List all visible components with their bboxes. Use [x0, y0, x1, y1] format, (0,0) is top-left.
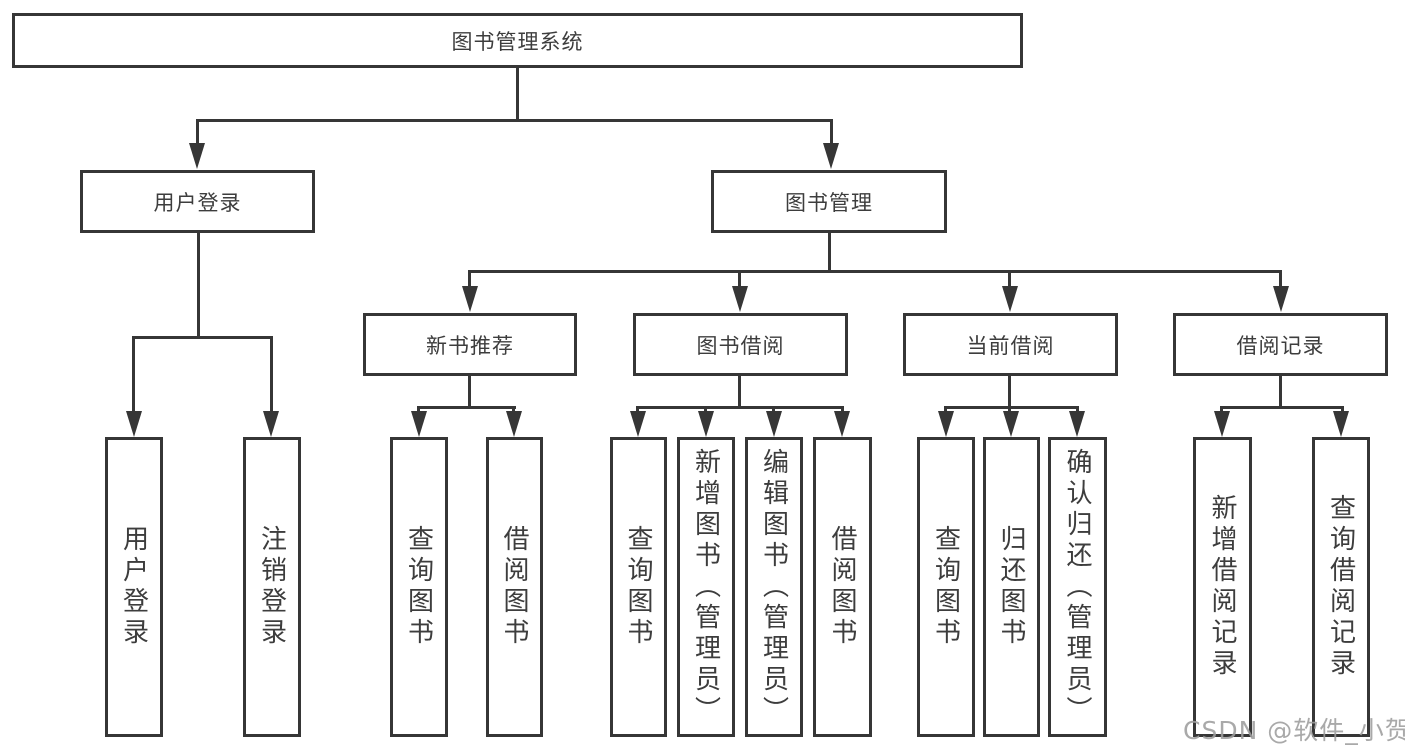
node-label: 查询借阅记录: [1325, 494, 1356, 680]
node-label: 新增图书（管理员）: [690, 447, 721, 727]
node-book-borrowing: 图书借阅: [633, 313, 848, 376]
connector-line: [1279, 270, 1282, 288]
connector-line: [1008, 270, 1011, 288]
connector-line: [828, 233, 831, 273]
node-book-management: 图书管理: [711, 170, 947, 233]
arrowhead-down-icon: [698, 411, 714, 437]
connector-line: [1220, 406, 1223, 414]
leaf-return-books: 归还图书: [983, 437, 1040, 737]
connector-line: [270, 336, 273, 413]
arrowhead-down-icon: [126, 411, 142, 437]
leaf-query-books-recommend: 查询图书: [390, 437, 448, 737]
node-root: 图书管理系统: [12, 13, 1023, 68]
connector-line: [772, 406, 775, 414]
leaf-query-books-current: 查询图书: [917, 437, 975, 737]
arrowhead-down-icon: [411, 411, 427, 437]
arrowhead-down-icon: [630, 411, 646, 437]
arrowhead-down-icon: [462, 286, 478, 312]
connector-line: [469, 270, 1282, 273]
node-label: 用户登录: [153, 190, 242, 215]
arrowhead-down-icon: [1333, 411, 1349, 437]
connector-line: [636, 406, 639, 414]
connector-line: [1220, 406, 1344, 409]
connector-line: [197, 233, 200, 338]
node-current-borrowing: 当前借阅: [903, 313, 1118, 376]
node-user-login: 用户登录: [80, 170, 315, 233]
connector-line: [944, 406, 947, 414]
arrowhead-down-icon: [506, 411, 522, 437]
connector-line: [1279, 376, 1282, 408]
connector-line: [636, 406, 844, 409]
arrowhead-down-icon: [834, 411, 850, 437]
arrowhead-down-icon: [766, 411, 782, 437]
connector-line: [830, 119, 833, 146]
node-label: 当前借阅: [966, 333, 1055, 358]
arrowhead-down-icon: [732, 286, 748, 312]
node-label: 新增借阅记录: [1207, 494, 1237, 680]
connector-line: [841, 406, 844, 414]
node-label: 归还图书: [996, 525, 1026, 649]
leaf-confirm-return-admin: 确认归还（管理员）: [1048, 437, 1107, 737]
leaf-edit-book-admin: 编辑图书（管理员）: [745, 437, 803, 737]
arrowhead-down-icon: [1002, 286, 1018, 312]
leaf-borrow-books-recommend: 借阅图书: [486, 437, 543, 737]
node-label: 图书借阅: [696, 333, 785, 358]
node-label: 用户登录: [118, 525, 149, 649]
arrowhead-down-icon: [189, 143, 205, 169]
connector-line: [1341, 406, 1344, 414]
connector-line: [512, 406, 515, 414]
arrowhead-down-icon: [1273, 286, 1289, 312]
connector-line: [468, 376, 471, 408]
node-borrowing-records: 借阅记录: [1173, 313, 1388, 376]
connector-line: [738, 270, 741, 288]
connector-line: [417, 406, 420, 414]
node-new-book-recommend: 新书推荐: [363, 313, 577, 376]
node-label: 借阅图书: [827, 525, 857, 649]
leaf-query-borrow-record: 查询借阅记录: [1312, 437, 1370, 737]
arrowhead-down-icon: [1214, 411, 1230, 437]
leaf-query-books-borrowing: 查询图书: [610, 437, 667, 737]
node-label: 借阅记录: [1236, 333, 1325, 358]
leaf-borrow-books-borrowing: 借阅图书: [813, 437, 872, 737]
node-label: 注销登录: [256, 525, 287, 649]
connector-line: [738, 376, 741, 408]
leaf-logout: 注销登录: [243, 437, 301, 737]
node-label: 查询图书: [623, 525, 653, 649]
arrowhead-down-icon: [263, 411, 279, 437]
node-label: 新书推荐: [426, 333, 514, 358]
node-label: 查询图书: [403, 525, 434, 649]
csdn-watermark: CSDN @软件_小贺同学: [1183, 716, 1405, 745]
connector-line: [417, 406, 516, 409]
connector-line: [132, 336, 273, 339]
connector-line: [1008, 406, 1011, 414]
node-label: 借阅图书: [499, 525, 529, 649]
connector-line: [1008, 376, 1011, 408]
connector-line: [516, 68, 519, 121]
node-label: 图书管理系统: [451, 29, 584, 54]
node-label: 编辑图书（管理员）: [758, 447, 789, 727]
connector-line: [196, 119, 199, 146]
connector-line: [1076, 406, 1079, 414]
connector-line: [704, 406, 707, 414]
connector-line: [196, 119, 833, 122]
node-label: 查询图书: [930, 525, 961, 649]
arrowhead-down-icon: [1069, 411, 1085, 437]
connector-line: [468, 270, 471, 288]
leaf-user-login: 用户登录: [105, 437, 163, 737]
arrowhead-down-icon: [1003, 411, 1019, 437]
node-label: 图书管理: [785, 190, 873, 215]
node-label: 确认归还（管理员）: [1062, 447, 1092, 727]
arrowhead-down-icon: [938, 411, 954, 437]
leaf-add-borrow-record: 新增借阅记录: [1193, 437, 1252, 737]
leaf-add-book-admin: 新增图书（管理员）: [677, 437, 735, 737]
connector-line: [132, 336, 135, 413]
connector-line: [944, 406, 1079, 409]
arrowhead-down-icon: [823, 143, 839, 169]
